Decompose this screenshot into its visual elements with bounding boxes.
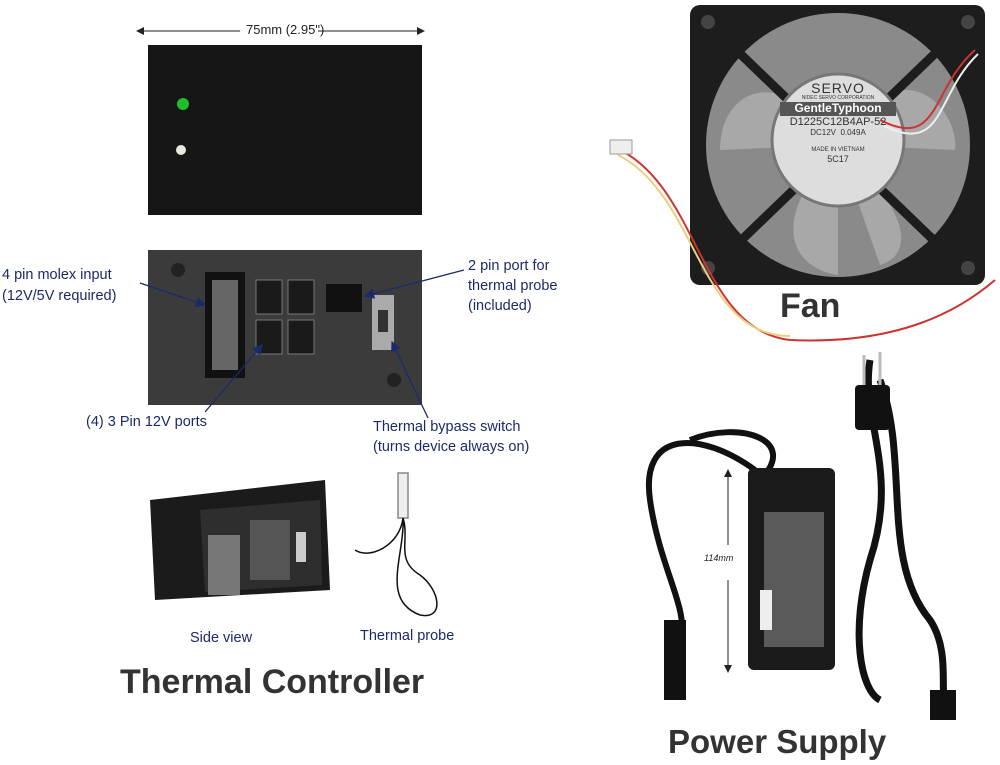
thermal-probe-label: Thermal probe	[360, 628, 455, 644]
white-led-icon	[176, 145, 186, 155]
fan-code: 5C17	[827, 154, 849, 165]
molex-label-line2: (12V/5V required)	[2, 288, 117, 304]
fan-model: D1225C12B4AP-52	[789, 115, 887, 128]
power-supply-photo	[645, 352, 956, 720]
green-led-icon	[177, 98, 189, 110]
fan-brand: SERVO	[811, 80, 865, 96]
fan-model-name: GentleTyphoon	[780, 101, 896, 116]
fan-hub-label: SERVO NIDEC SERVO CORPORATION GentleTyph…	[772, 80, 904, 165]
controller-front	[148, 45, 422, 215]
fan-current: 0.049A	[840, 128, 866, 138]
thermal-probe	[354, 472, 438, 617]
controller-side-view	[150, 480, 330, 600]
probe-port-label-line1: 2 pin port for	[468, 258, 550, 274]
probe-port	[326, 284, 362, 312]
switch-label-line2: (turns device always on)	[373, 439, 530, 455]
fan-voltage: DC12V	[810, 128, 836, 138]
width-dimension-label: 75mm (2.95")	[246, 22, 325, 37]
side-view-label: Side view	[190, 630, 253, 646]
psu-length-label: 114mm	[704, 553, 734, 563]
fan-origin: MADE IN VIETNAM	[811, 147, 865, 154]
ports-label: (4) 3 Pin 12V ports	[86, 414, 207, 430]
controller-back	[139, 250, 465, 419]
power-supply-title: Power Supply	[668, 723, 887, 760]
fan-title: Fan	[780, 287, 841, 325]
probe-port-label-line2: thermal probe	[468, 278, 558, 294]
fan-maker: NIDEC SERVO CORPORATION	[801, 95, 875, 102]
thermal-controller-title: Thermal Controller	[120, 663, 425, 701]
probe-port-label-line3: (included)	[468, 298, 532, 314]
switch-label-line1: Thermal bypass switch	[373, 419, 521, 435]
molex-label-line1: 4 pin molex input	[2, 267, 112, 283]
